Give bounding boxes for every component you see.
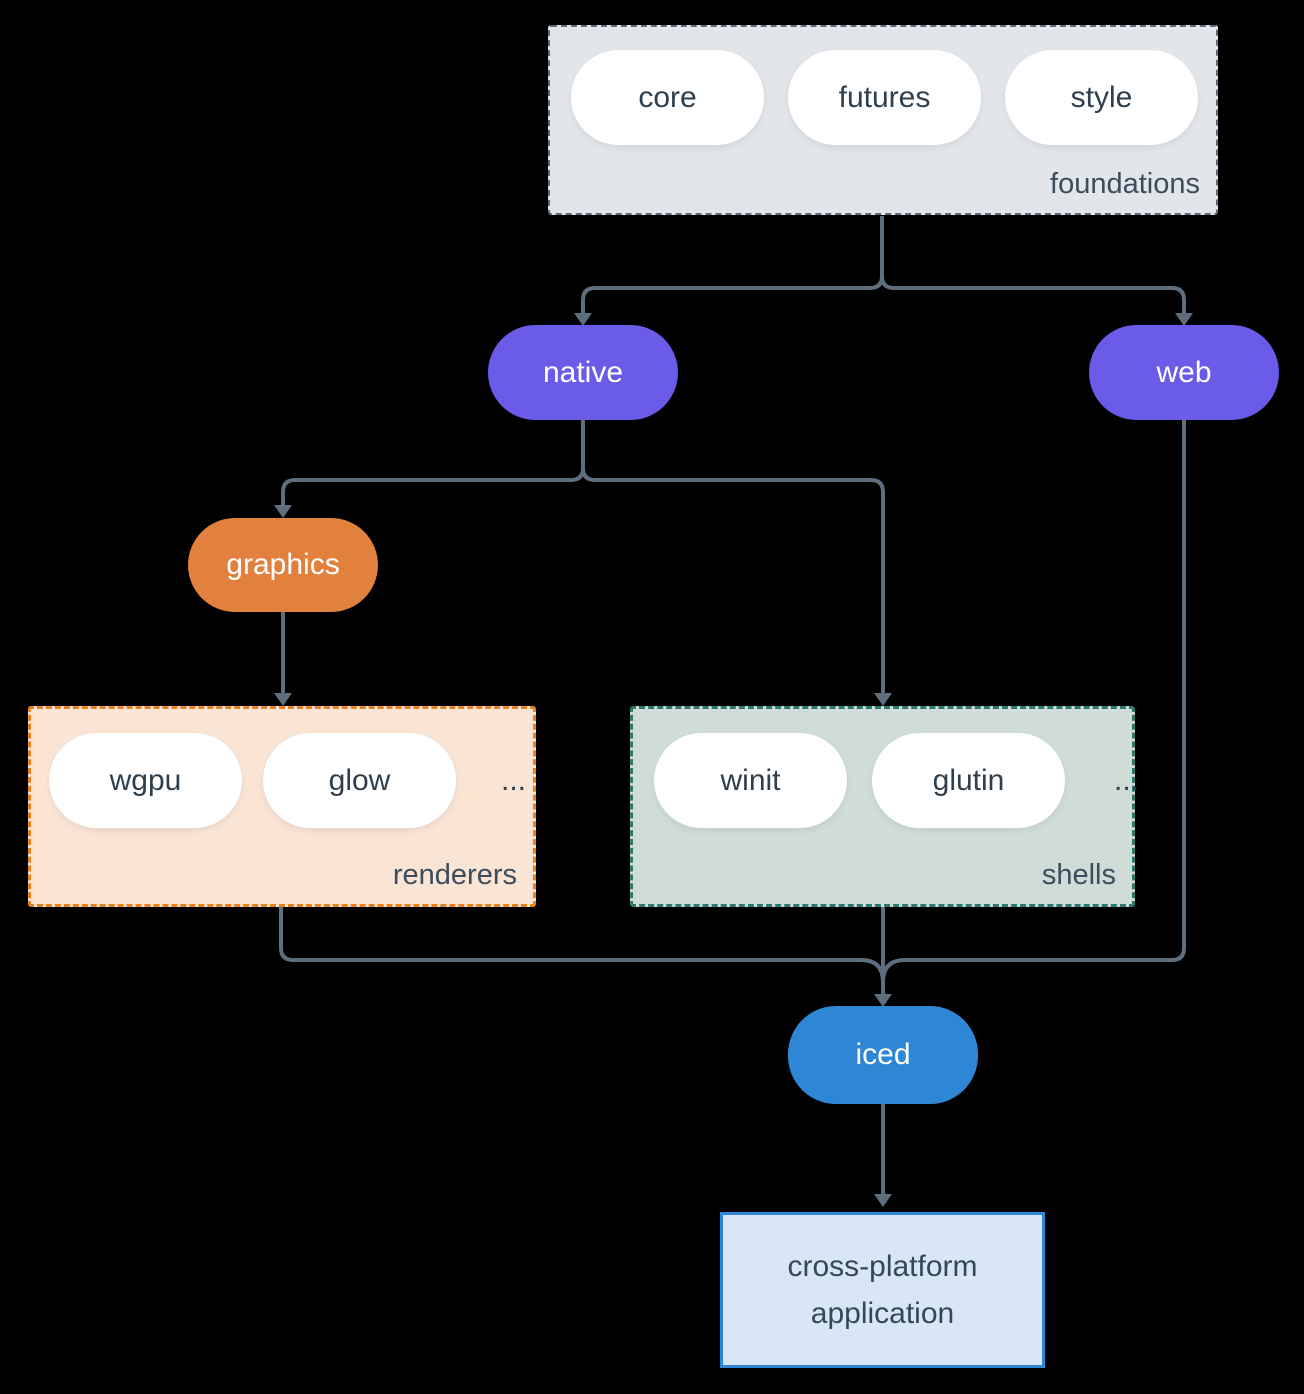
renderers-pill-row: wgpu glow ... (31, 709, 533, 828)
arrowhead-iced (874, 994, 892, 1007)
node-core-label: core (638, 80, 697, 114)
node-wgpu: wgpu (49, 733, 242, 828)
node-native-label: native (542, 355, 624, 389)
edge-web-merge (905, 420, 1186, 962)
shells-group-label: shells (1041, 859, 1116, 891)
shells-ellipsis: ... (1114, 763, 1140, 797)
node-web-label: web (1156, 355, 1212, 389)
shells-group: winit glutin ... shells (630, 706, 1139, 907)
edge-native-graphics (281, 420, 585, 505)
renderers-group-label: renderers (392, 859, 517, 891)
arrowhead-renderers (274, 693, 292, 706)
arrowhead-native (574, 313, 592, 326)
shells-pill-row: winit glutin ... (633, 709, 1139, 828)
node-web: web (1089, 325, 1279, 420)
foundations-group: core futures style foundations (548, 25, 1218, 215)
node-futures-label: futures (838, 80, 931, 114)
node-iced: iced (788, 1006, 978, 1104)
node-glutin-label: glutin (932, 763, 1005, 797)
node-wgpu-label: wgpu (109, 763, 182, 797)
edge-merge-funnel-right (881, 958, 906, 983)
node-application: cross-platform application (720, 1212, 1045, 1368)
node-iced-label: iced (855, 1038, 911, 1071)
arrowhead-web (1175, 313, 1193, 326)
node-style-label: style (1070, 80, 1133, 114)
node-graphics: graphics (188, 518, 378, 612)
node-futures: futures (788, 50, 981, 145)
node-winit-label: winit (720, 763, 781, 797)
node-application-label: cross-platform application (787, 1250, 978, 1330)
arrowhead-graphics (274, 505, 292, 518)
node-glow-label: glow (328, 763, 391, 797)
arrowhead-shells (874, 693, 892, 706)
node-style: style (1005, 50, 1198, 145)
edge-merge-funnel-left (860, 958, 885, 983)
node-glutin: glutin (872, 733, 1065, 828)
node-native: native (488, 325, 678, 420)
edge-native-shells (581, 467, 885, 693)
node-graphics-label: graphics (226, 548, 340, 581)
foundations-pill-row: core futures style (550, 27, 1216, 145)
arrowhead-application (874, 1194, 892, 1207)
edge-foundations-web (880, 275, 1186, 313)
node-core: core (571, 50, 764, 145)
renderers-ellipsis: ... (501, 763, 527, 797)
edge-renderers-merge (279, 903, 861, 962)
foundations-group-label: foundations (1050, 168, 1200, 200)
node-glow: glow (263, 733, 456, 828)
edge-foundations-native (581, 216, 884, 313)
node-winit: winit (654, 733, 847, 828)
renderers-group: wgpu glow ... renderers (28, 706, 536, 907)
